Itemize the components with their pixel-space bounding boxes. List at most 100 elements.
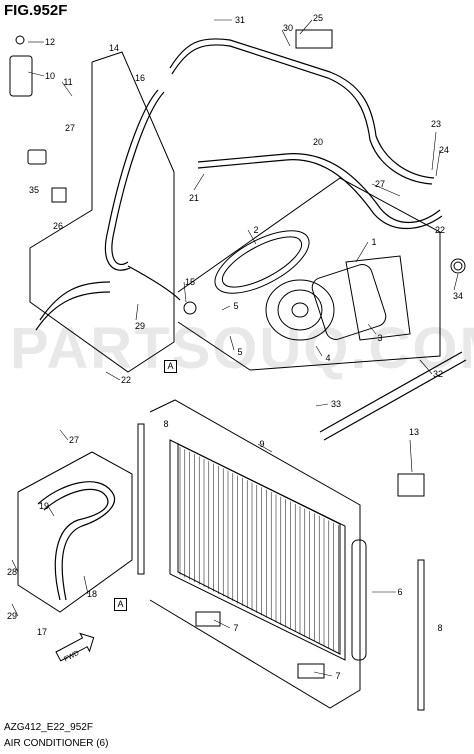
callout-c1: 1: [371, 237, 377, 247]
leader-line: [27, 71, 45, 77]
callout-c35: 35: [28, 185, 40, 195]
watermark: PARTSOUQ.COM: [10, 316, 474, 381]
callout-c5a: 5: [233, 301, 239, 311]
bracket-10: [9, 55, 33, 97]
leader-line: [453, 273, 459, 291]
leader-line: [371, 183, 401, 197]
callout-c6: 6: [397, 587, 403, 597]
callout-c22b: 22: [120, 375, 132, 385]
leader-line: [105, 371, 121, 381]
callout-c31: 31: [234, 15, 246, 25]
frame-compressor-group: [177, 177, 441, 371]
frame-condenser-group: [149, 399, 361, 709]
callout-c10: 10: [44, 71, 56, 81]
pipe-32: [319, 351, 463, 433]
callout-c23: 23: [430, 119, 442, 129]
callout-c7a: 7: [233, 623, 239, 633]
leader-line: [435, 149, 441, 177]
callout-c30: 30: [282, 23, 294, 33]
leader-line: [61, 81, 73, 97]
leader-line: [299, 19, 313, 35]
frame-left-hose-group: [29, 51, 175, 373]
condenser-core: [169, 439, 346, 661]
leader-line: [281, 29, 291, 47]
leader-line: [315, 403, 329, 407]
callout-c27a: 27: [64, 123, 76, 133]
drive-belt-2: [214, 230, 310, 294]
leader-line: [419, 359, 433, 375]
fwd-arrow: [55, 632, 95, 662]
ref-mark-a-upper: A: [164, 360, 177, 373]
callout-c32: 32: [432, 369, 444, 379]
callout-c17: 17: [36, 627, 48, 637]
pipe-23: [169, 38, 435, 179]
leader-line: [135, 303, 139, 321]
bracket-25: [295, 29, 333, 49]
leader-line: [355, 241, 369, 263]
clip-35: [27, 149, 47, 165]
leader-line: [83, 575, 89, 595]
leader-line: [11, 559, 19, 573]
callout-c25: 25: [312, 13, 324, 23]
frame-lower-hose-group: [17, 451, 133, 613]
receiver-drier: [351, 539, 367, 661]
pipe-8-right: [417, 559, 425, 711]
callout-c16: 16: [134, 73, 146, 83]
callout-c22a: 22: [434, 225, 446, 235]
callout-c14: 14: [108, 43, 120, 53]
pipe-16: [127, 265, 181, 301]
callout-c8b: 8: [437, 623, 443, 633]
leader-line: [183, 281, 187, 303]
callout-c5b: 5: [237, 347, 243, 357]
bracket-7-upper: [195, 611, 221, 627]
callout-c20: 20: [312, 137, 324, 147]
callout-c29b: 29: [6, 611, 18, 621]
ref-mark-a-lower: A: [114, 598, 127, 611]
hose-14: [104, 89, 159, 271]
bracket-7-lower: [297, 663, 325, 679]
leader-line: [313, 671, 333, 677]
callout-c4: 4: [325, 353, 331, 363]
callout-c13: 13: [408, 427, 420, 437]
callout-c2: 2: [253, 225, 259, 235]
leader-line: [193, 173, 205, 191]
callout-c18: 18: [86, 589, 98, 599]
leader-line: [409, 439, 413, 473]
figure-title: FIG.952F: [4, 2, 68, 19]
callout-c26: 26: [52, 221, 64, 231]
callout-c11: 11: [63, 77, 73, 87]
callout-c28: 28: [6, 567, 18, 577]
leader-line: [431, 131, 437, 171]
leader-line: [11, 603, 19, 617]
callout-c9: 9: [259, 439, 265, 449]
compressor-body: [311, 264, 387, 340]
o-ring-15: [183, 301, 197, 315]
callout-c7b: 7: [335, 671, 341, 681]
callout-c29a: 29: [134, 321, 146, 331]
o-ring-34: [450, 258, 466, 274]
leader-line: [367, 323, 377, 335]
callout-c19: 19: [38, 501, 50, 511]
callout-c8a: 8: [163, 419, 169, 429]
callout-c27c: 27: [68, 435, 80, 445]
leader-line: [221, 305, 231, 311]
callout-c21: 21: [188, 193, 200, 203]
compressor-pulley: [265, 279, 335, 341]
figure-caption: AIR CONDITIONER (6): [4, 738, 109, 749]
leader-line: [257, 443, 273, 453]
callout-c27b: 27: [374, 179, 386, 189]
callout-c3: 3: [377, 333, 383, 343]
pipe-20: [197, 153, 441, 223]
pipe-8-left: [137, 423, 145, 575]
clip-26: [51, 187, 67, 203]
leader-line: [59, 429, 69, 441]
leader-line: [315, 345, 323, 357]
figure-code: AZG412_E22_952F: [4, 722, 93, 733]
leader-line: [47, 505, 55, 517]
leader-line: [229, 335, 235, 351]
callout-c24: 24: [438, 145, 450, 155]
callout-c12: 12: [44, 37, 56, 47]
hose-17: [37, 481, 115, 601]
relay-13: [397, 473, 425, 497]
